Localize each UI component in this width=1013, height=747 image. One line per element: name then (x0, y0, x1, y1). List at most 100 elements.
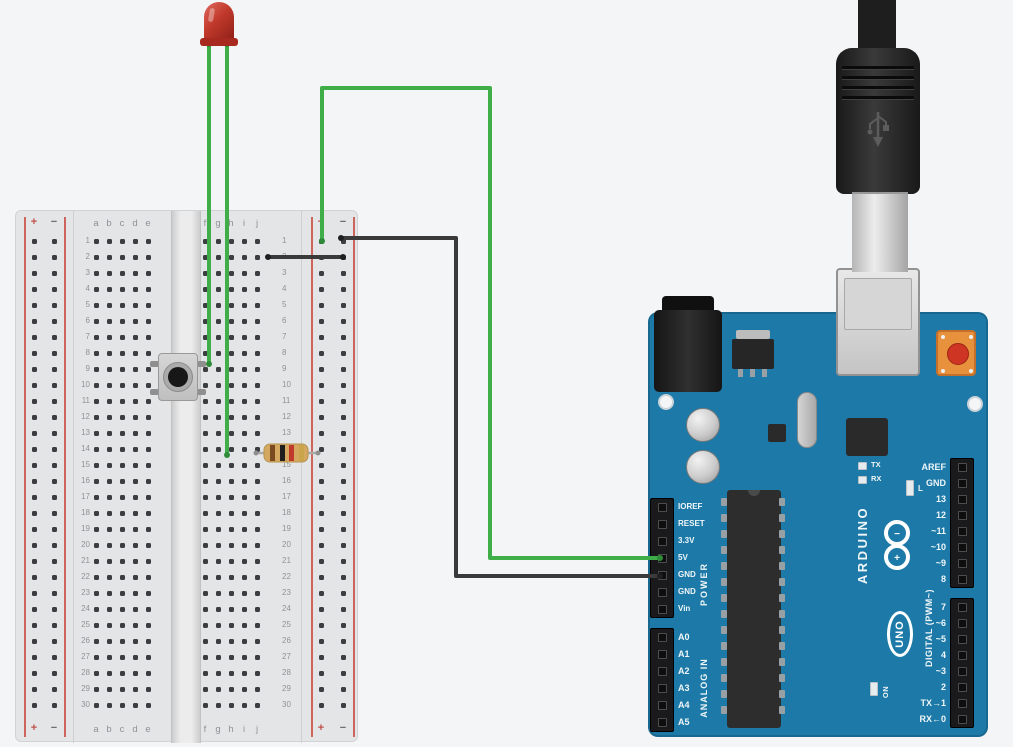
breadboard-hole[interactable] (254, 670, 260, 676)
breadboard-hole[interactable] (93, 702, 99, 708)
breadboard-hole[interactable] (340, 686, 346, 692)
breadboard-hole[interactable] (93, 318, 99, 324)
breadboard-hole[interactable] (228, 702, 234, 708)
breadboard-hole[interactable] (254, 398, 260, 404)
usb-cable[interactable] (836, 0, 920, 272)
breadboard-hole[interactable] (318, 270, 324, 276)
breadboard-hole[interactable] (228, 686, 234, 692)
breadboard-hole[interactable] (202, 446, 208, 452)
breadboard-hole[interactable] (31, 670, 37, 676)
breadboard-hole[interactable] (145, 590, 151, 596)
breadboard-hole[interactable] (106, 654, 112, 660)
breadboard-hole[interactable] (51, 574, 57, 580)
breadboard-hole[interactable] (228, 558, 234, 564)
breadboard-hole[interactable] (318, 686, 324, 692)
header-pin-3[interactable] (957, 666, 967, 676)
breadboard-hole[interactable] (202, 574, 208, 580)
header-pin-tx1[interactable] (957, 698, 967, 708)
breadboard-hole[interactable] (318, 558, 324, 564)
breadboard-hole[interactable] (31, 430, 37, 436)
breadboard-hole[interactable] (228, 526, 234, 532)
breadboard-hole[interactable] (51, 382, 57, 388)
breadboard-hole[interactable] (202, 654, 208, 660)
breadboard-hole[interactable] (31, 398, 37, 404)
breadboard-hole[interactable] (31, 302, 37, 308)
breadboard-hole[interactable] (106, 686, 112, 692)
breadboard-hole[interactable] (318, 302, 324, 308)
breadboard-hole[interactable] (132, 430, 138, 436)
breadboard-hole[interactable] (241, 286, 247, 292)
breadboard-hole[interactable] (215, 398, 221, 404)
breadboard-hole[interactable] (340, 334, 346, 340)
breadboard-hole[interactable] (340, 462, 346, 468)
breadboard-hole[interactable] (215, 702, 221, 708)
breadboard-hole[interactable] (215, 510, 221, 516)
breadboard-hole[interactable] (215, 254, 221, 260)
breadboard-hole[interactable] (119, 622, 125, 628)
breadboard-hole[interactable] (254, 382, 260, 388)
breadboard-hole[interactable] (228, 254, 234, 260)
breadboard-hole[interactable] (51, 622, 57, 628)
breadboard-hole[interactable] (31, 318, 37, 324)
breadboard-hole[interactable] (254, 286, 260, 292)
breadboard-hole[interactable] (93, 302, 99, 308)
breadboard-hole[interactable] (145, 654, 151, 660)
breadboard-hole[interactable] (215, 446, 221, 452)
breadboard-hole[interactable] (340, 382, 346, 388)
breadboard-hole[interactable] (145, 510, 151, 516)
pushbutton[interactable] (150, 353, 206, 401)
breadboard-hole[interactable] (202, 606, 208, 612)
breadboard-hole[interactable] (119, 430, 125, 436)
breadboard-hole[interactable] (31, 478, 37, 484)
breadboard-hole[interactable] (145, 398, 151, 404)
breadboard-hole[interactable] (318, 622, 324, 628)
breadboard-hole[interactable] (340, 318, 346, 324)
breadboard-hole[interactable] (340, 430, 346, 436)
breadboard-hole[interactable] (132, 398, 138, 404)
breadboard-hole[interactable] (215, 462, 221, 468)
breadboard-hole[interactable] (119, 494, 125, 500)
header-pin-5v[interactable] (657, 553, 667, 563)
breadboard-hole[interactable] (119, 686, 125, 692)
breadboard-hole[interactable] (51, 366, 57, 372)
breadboard-hole[interactable] (31, 590, 37, 596)
breadboard-hole[interactable] (215, 638, 221, 644)
reset-button-cap[interactable] (947, 343, 969, 365)
breadboard-hole[interactable] (340, 302, 346, 308)
breadboard-hole[interactable] (241, 350, 247, 356)
breadboard-hole[interactable] (145, 702, 151, 708)
breadboard-hole[interactable] (241, 622, 247, 628)
breadboard-hole[interactable] (228, 494, 234, 500)
breadboard-hole[interactable] (318, 318, 324, 324)
breadboard-hole[interactable] (241, 606, 247, 612)
breadboard-hole[interactable] (145, 430, 151, 436)
header-pin-gnd[interactable] (657, 570, 667, 580)
breadboard-hole[interactable] (241, 414, 247, 420)
breadboard-hole[interactable] (51, 494, 57, 500)
breadboard-hole[interactable] (254, 574, 260, 580)
breadboard-hole[interactable] (228, 318, 234, 324)
breadboard-hole[interactable] (318, 254, 324, 260)
breadboard-hole[interactable] (31, 638, 37, 644)
breadboard-hole[interactable] (215, 526, 221, 532)
breadboard-hole[interactable] (119, 366, 125, 372)
breadboard-hole[interactable] (254, 622, 260, 628)
breadboard-hole[interactable] (145, 526, 151, 532)
header-pin-gnd[interactable] (657, 587, 667, 597)
breadboard-hole[interactable] (202, 286, 208, 292)
header-pin-a3[interactable] (657, 683, 667, 693)
breadboard-hole[interactable] (132, 366, 138, 372)
breadboard-hole[interactable] (215, 542, 221, 548)
breadboard-hole[interactable] (215, 286, 221, 292)
breadboard-hole[interactable] (202, 702, 208, 708)
breadboard-hole[interactable] (318, 286, 324, 292)
breadboard-hole[interactable] (241, 366, 247, 372)
breadboard-hole[interactable] (228, 654, 234, 660)
breadboard-hole[interactable] (132, 414, 138, 420)
breadboard-hole[interactable] (51, 398, 57, 404)
breadboard-hole[interactable] (215, 382, 221, 388)
breadboard-hole[interactable] (254, 654, 260, 660)
breadboard-hole[interactable] (340, 542, 346, 548)
breadboard-hole[interactable] (340, 286, 346, 292)
header-pin-ioref[interactable] (657, 502, 667, 512)
